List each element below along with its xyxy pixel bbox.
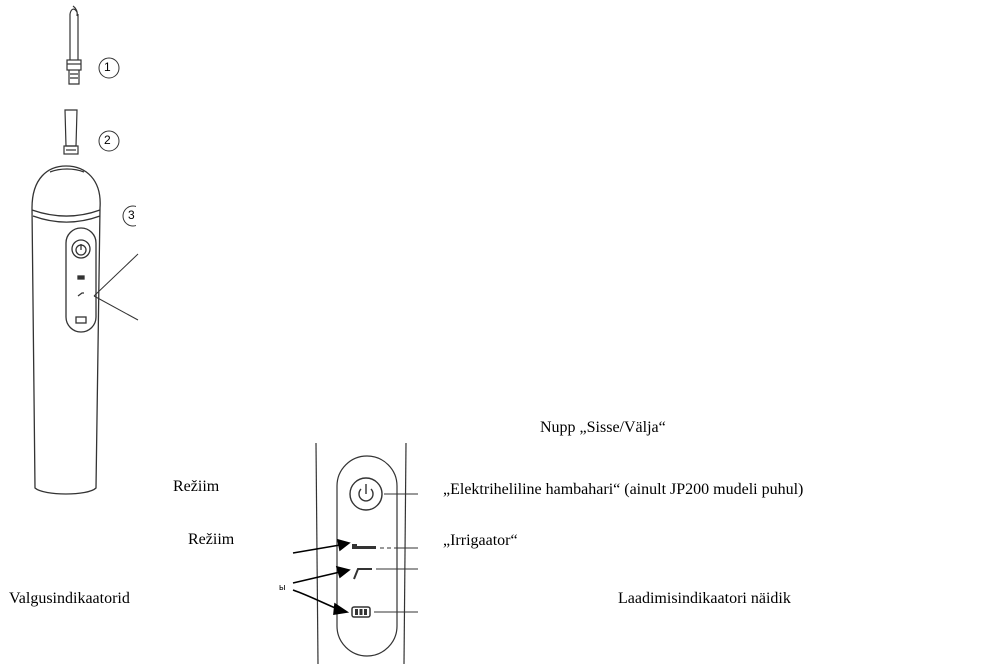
body-callout-lines (93, 253, 139, 321)
callout-3-crop (136, 203, 148, 231)
cut-text-fragment: ы (279, 582, 286, 592)
nozzle-stem (63, 109, 79, 155)
callout-2-circle (98, 130, 120, 152)
callout-1-circle (98, 57, 120, 79)
device-body (31, 165, 101, 495)
power-button-label: Nupp „Sisse/Välja“ (540, 419, 666, 436)
mode-label-left-1: Režiim (173, 478, 220, 495)
charge-indicator-label: Laadimisindikaatori näidik (618, 590, 791, 607)
mode-label-left-2: Režiim (188, 531, 235, 548)
power-icon (349, 477, 383, 511)
light-indicators-label: Valgusindikaatorid (9, 590, 130, 607)
panel-leader-lines (374, 493, 418, 613)
irrigator-mode-icon (353, 568, 372, 580)
panel-arrows (292, 538, 351, 615)
nozzle-tip (66, 5, 82, 85)
body-control-icons (71, 239, 91, 324)
panel-detail (315, 442, 407, 664)
mode-label-right-2: „Irrigaator“ (443, 532, 518, 549)
callout-1-label: 1 (104, 60, 111, 74)
mode-label-right-1: „Elektriheliline hambahari“ (ainult JP20… (443, 481, 804, 498)
callout-2-label: 2 (104, 133, 111, 147)
brush-mode-icon (352, 544, 376, 549)
battery-icon (351, 606, 371, 618)
callout-3-label: 3 (128, 208, 135, 222)
